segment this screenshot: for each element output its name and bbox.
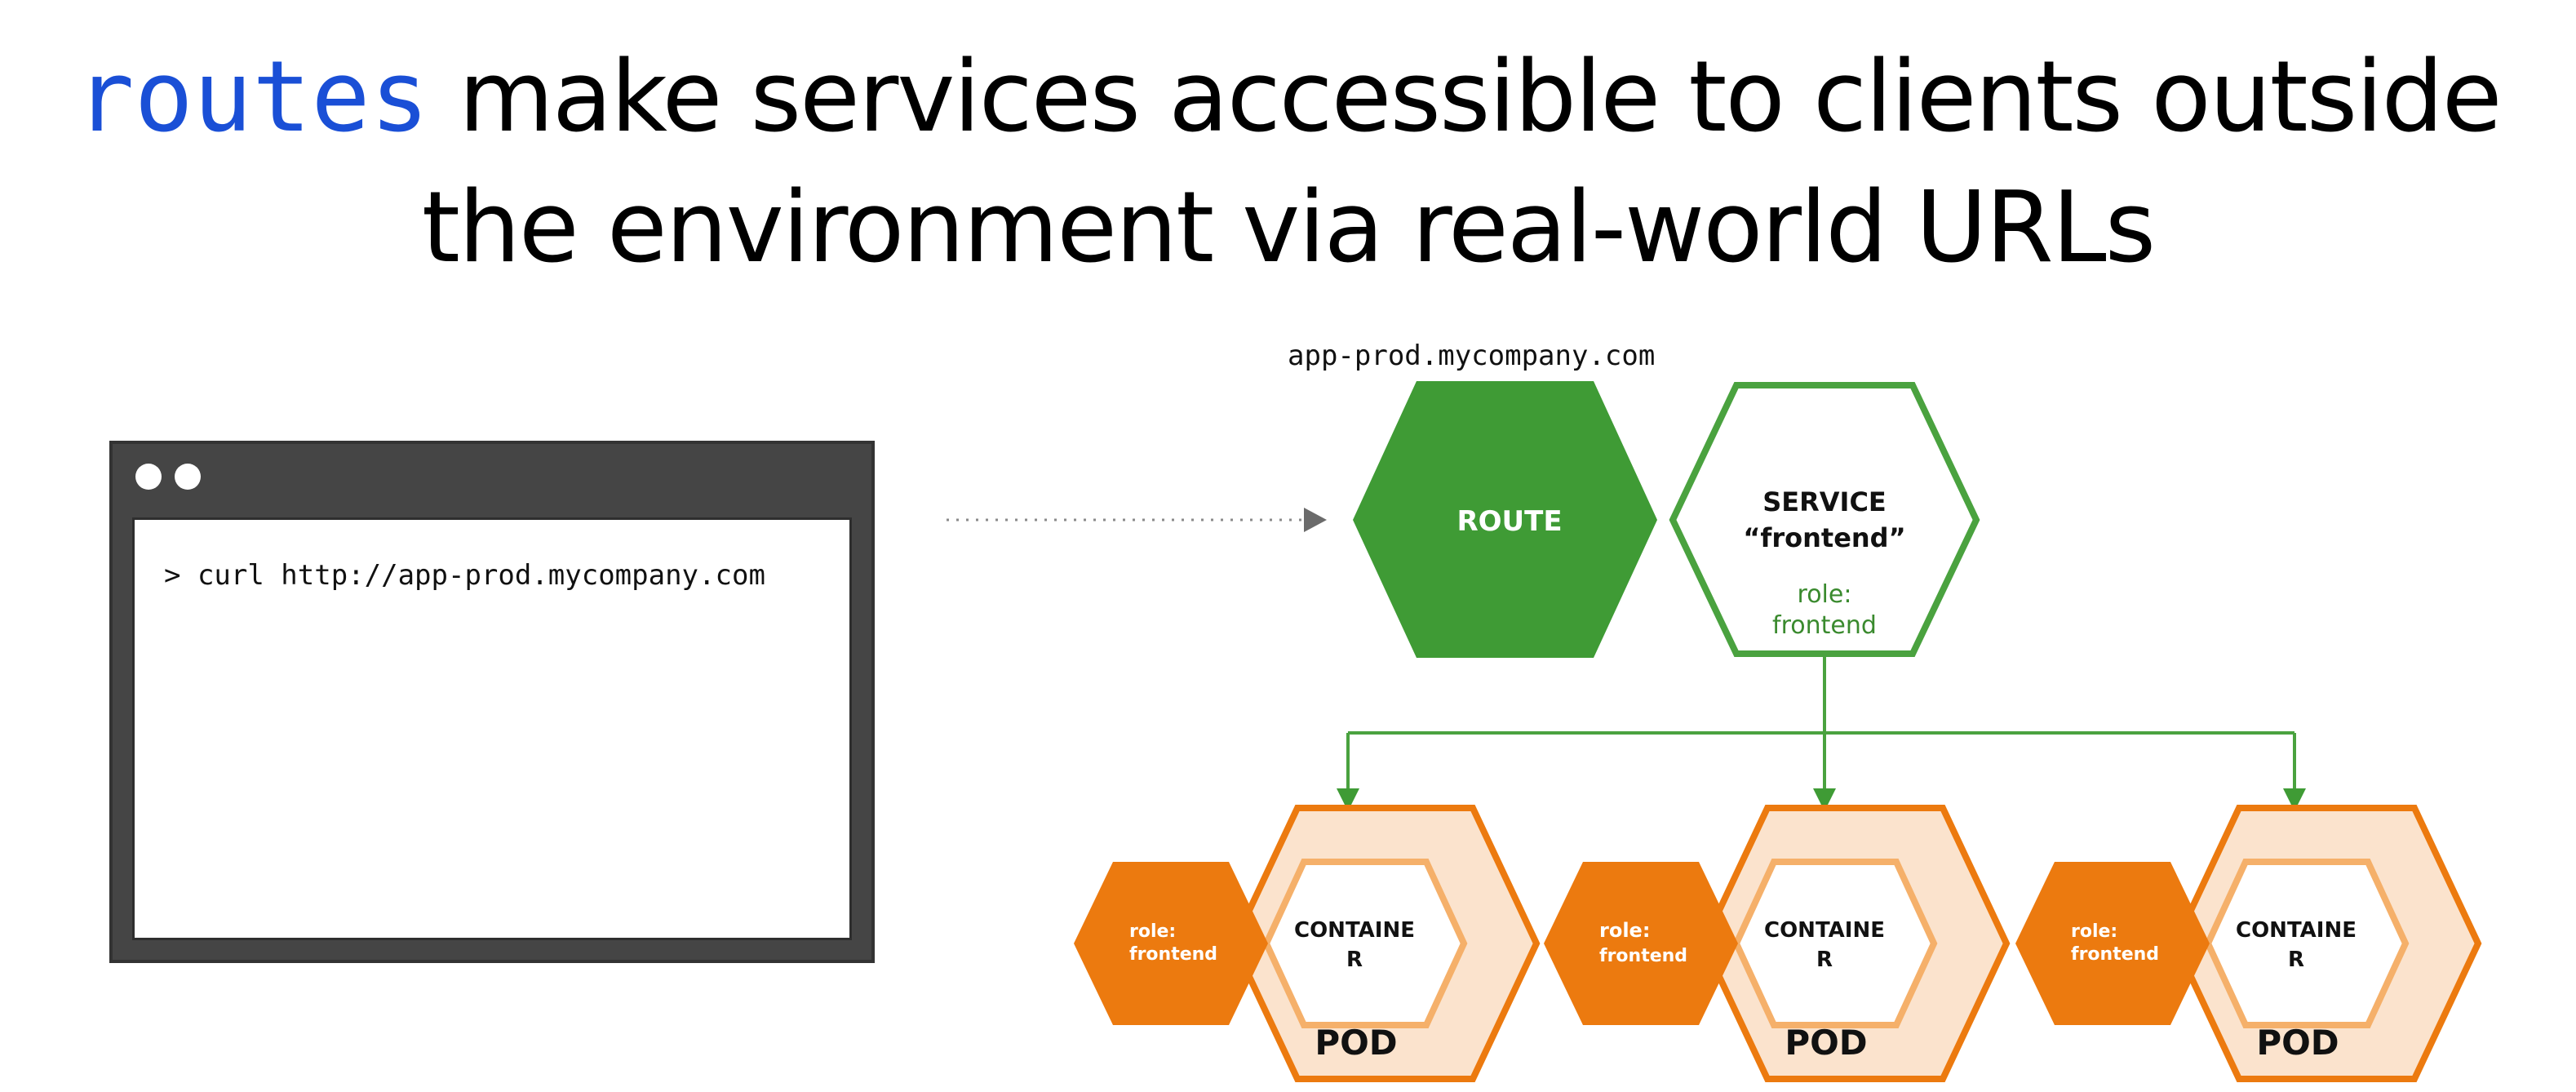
pod-2-arrow-head-icon [1813,788,1836,811]
title-line-1-rest: make services accessible to clients outs… [428,41,2503,154]
pods-group: CONTAINE R role: frontend POD CONTAINE R… [1074,805,2482,1082]
service-to-pods-connector [1346,654,2296,790]
container-label-line1: CONTAINE [1294,918,1415,943]
window-dot-icon [135,464,162,490]
container-hexagon [1732,859,1938,1028]
pod-label: POD [1785,1023,1867,1063]
pod-label: POD [2256,1023,2339,1063]
pod-role-value: frontend [1129,944,1217,965]
route-hexagon [1353,381,1657,658]
service-name: “frontend” [1743,522,1905,553]
route-url-label: app-prod.mycompany.com [1288,340,1656,372]
service-hexagon [1669,382,1980,657]
terminal-screen: > curl http://app-prod.mycompany.com [132,517,852,940]
pod-role-key: role: [2071,921,2117,942]
container-hexagon [2204,859,2410,1028]
service-label: SERVICE [1762,486,1887,517]
title-line-2: the environment via real-world URLs [421,171,2156,285]
pod-role-key: role: [1599,919,1650,942]
pod-role-value: frontend [1599,946,1687,966]
terminal-window: > curl http://app-prod.mycompany.com [109,441,875,963]
title-keyword: routes [75,41,429,154]
pod: CONTAINE R role: frontend POD [1074,805,1541,1082]
pod-role-key: role: [1129,921,1176,942]
container-label-line2: R [2288,948,2304,972]
pod-label-hexagon [1074,862,1268,1025]
pod: CONTAINE R role: frontend POD [2015,805,2482,1082]
container-label-line1: CONTAINE [1764,918,1885,943]
pod: CONTAINE R role: frontend POD [1544,805,2011,1082]
title-line-1: routes make services accessible to clien… [0,33,2576,163]
service-selector-key: role: [1798,580,1852,609]
pod-1-arrow-head-icon [1337,788,1359,811]
pod-label-hexagon [1544,862,1738,1025]
pod-role-value: frontend [2071,944,2159,965]
pod-3-arrow-head-icon [2283,788,2306,811]
route-label: ROUTE [1456,505,1562,538]
container-label-line2: R [1816,948,1833,972]
terminal-command: > curl http://app-prod.mycompany.com [164,559,765,592]
window-dot-icon [175,464,201,490]
request-arrow-head-icon [1304,508,1327,532]
pod-label: POD [1315,1023,1397,1063]
container-label-line2: R [1346,948,1363,972]
slide-title: routes make services accessible to clien… [0,33,2576,294]
pod-label-hexagon [2015,862,2210,1025]
container-hexagon [1262,859,1468,1028]
container-label-line1: CONTAINE [2236,918,2357,943]
service-selector-value: frontend [1772,611,1877,640]
